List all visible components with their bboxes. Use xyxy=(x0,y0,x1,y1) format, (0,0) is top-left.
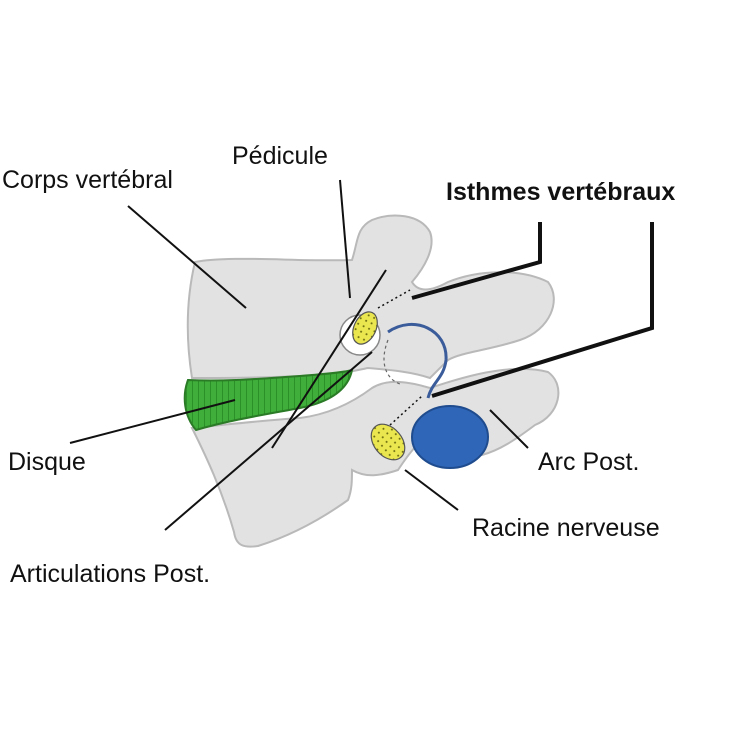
label-racine: Racine nerveuse xyxy=(472,514,660,542)
isthmus-line-upper xyxy=(377,289,411,309)
leader-racine xyxy=(404,469,459,511)
leader-articulations-1 xyxy=(164,351,373,531)
label-pedicule: Pédicule xyxy=(232,142,328,170)
label-disque: Disque xyxy=(8,448,86,476)
foramen-outline xyxy=(387,322,448,399)
intervertebral-disc xyxy=(183,368,354,432)
leader-isthmes-lower xyxy=(431,222,654,398)
label-corps-vertebral: Corps vertébral xyxy=(2,166,173,194)
leader-pedicule xyxy=(339,179,351,299)
label-articulations: Articulations Post. xyxy=(10,560,211,588)
leader-arc xyxy=(489,409,529,449)
isthmus-line-lower xyxy=(389,395,423,426)
nerve-root xyxy=(411,405,489,469)
leader-corps xyxy=(127,205,247,309)
facet-joint-lower xyxy=(370,423,406,461)
leader-isthmes-upper xyxy=(411,222,542,300)
leader-disque xyxy=(69,399,236,444)
label-isthmes: Isthmes vertébraux xyxy=(446,178,676,206)
label-arc-post: Arc Post. xyxy=(538,448,640,476)
leader-articulations-2 xyxy=(271,269,387,449)
